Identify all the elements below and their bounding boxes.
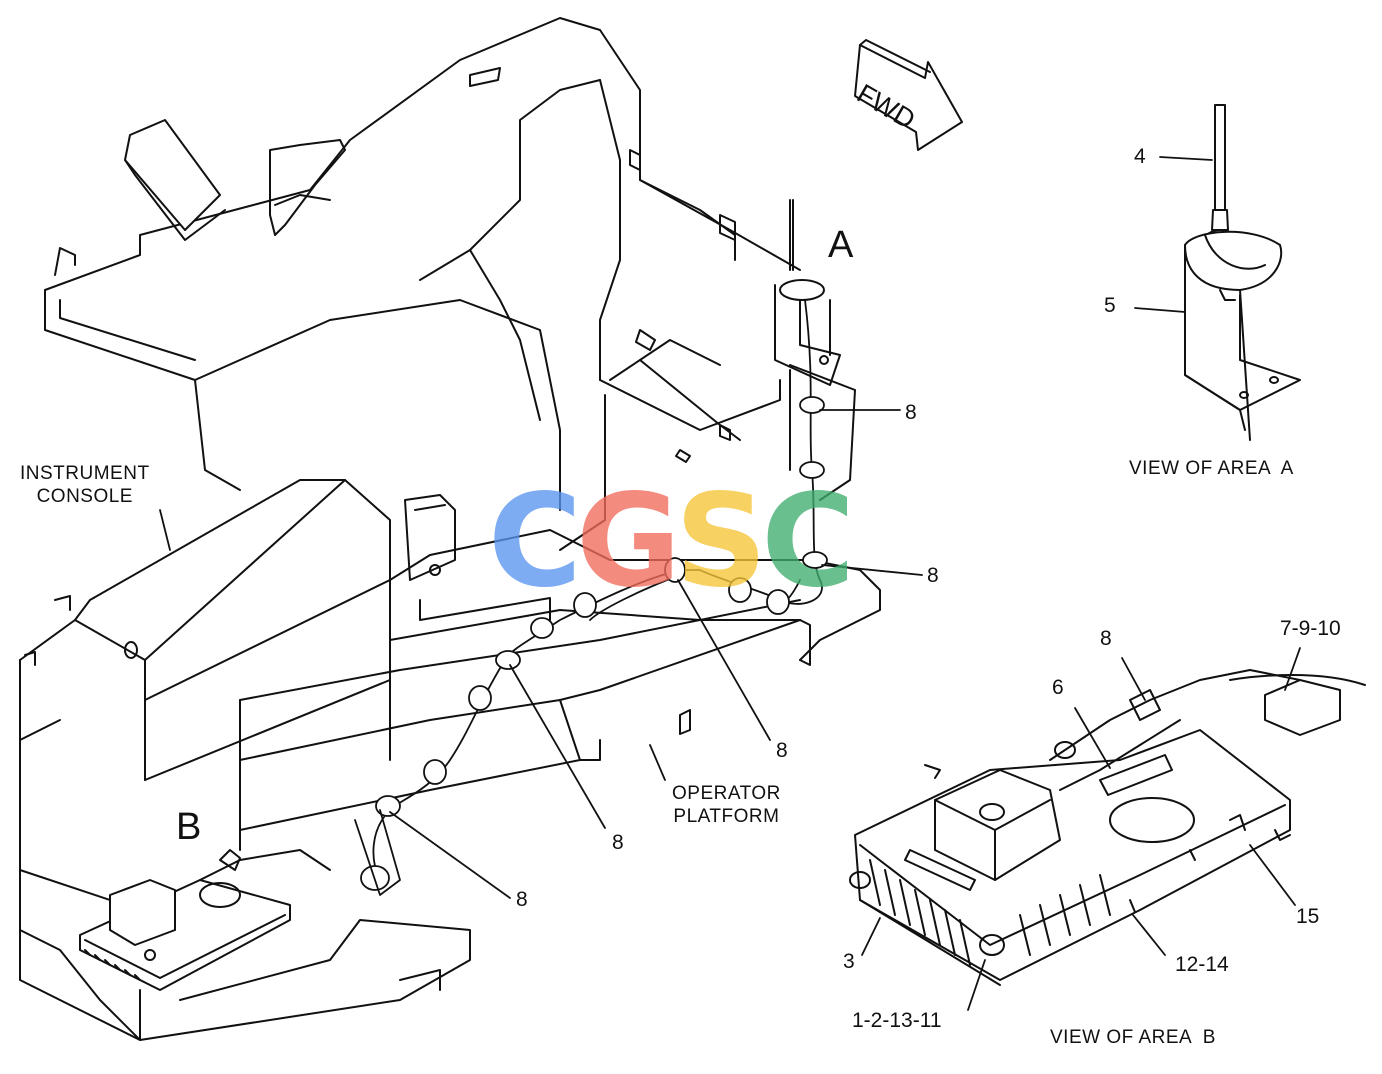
antenna-assembly-main: [774, 199, 856, 501]
area-b-label: B: [176, 806, 202, 848]
operator-platform-outline: [239, 529, 881, 831]
view-a-antenna-detail: [1184, 104, 1301, 441]
operator-platform-line1: OPERATOR: [672, 783, 781, 804]
callout-8-center: 8: [776, 739, 788, 762]
fwd-arrow-icon: [854, 39, 963, 151]
area-a-label: A: [828, 224, 854, 266]
cab-frame-outline: [44, 17, 801, 551]
callout-8-right: 8: [927, 564, 939, 587]
callout-6: 6: [1052, 676, 1064, 699]
controller-main-view: [79, 849, 331, 991]
instrument-console-label: INSTRUMENT CONSOLE: [20, 464, 150, 506]
callout-4: 4: [1134, 145, 1146, 168]
wiring-harness: [354, 299, 828, 896]
callout-8-view-b: 8: [1100, 627, 1112, 650]
operator-platform-label: OPERATOR PLATFORM: [672, 784, 781, 826]
instrument-console-outline: [19, 479, 471, 1041]
callout-7-9-10: 7-9-10: [1280, 617, 1341, 640]
callout-8-mid: 8: [612, 831, 624, 854]
callout-3: 3: [843, 950, 855, 973]
callout-8-left: 8: [516, 888, 528, 911]
callout-1-2-13-11: 1-2-13-11: [852, 1009, 942, 1032]
callout-8-upper: 8: [905, 401, 917, 424]
view-of-area-a-caption: VIEW OF AREA A: [1129, 458, 1294, 479]
callout-12-14: 12-14: [1175, 953, 1229, 976]
callout-15: 15: [1296, 905, 1320, 928]
leader-lines: [159, 156, 1301, 1011]
view-b-controller-detail: [849, 669, 1366, 986]
instrument-console-line1: INSTRUMENT: [20, 463, 150, 484]
callout-5: 5: [1104, 294, 1116, 317]
view-of-area-b-caption: VIEW OF AREA B: [1050, 1027, 1216, 1048]
instrument-console-line2: CONSOLE: [36, 486, 133, 507]
operator-platform-line2: PLATFORM: [673, 806, 780, 827]
